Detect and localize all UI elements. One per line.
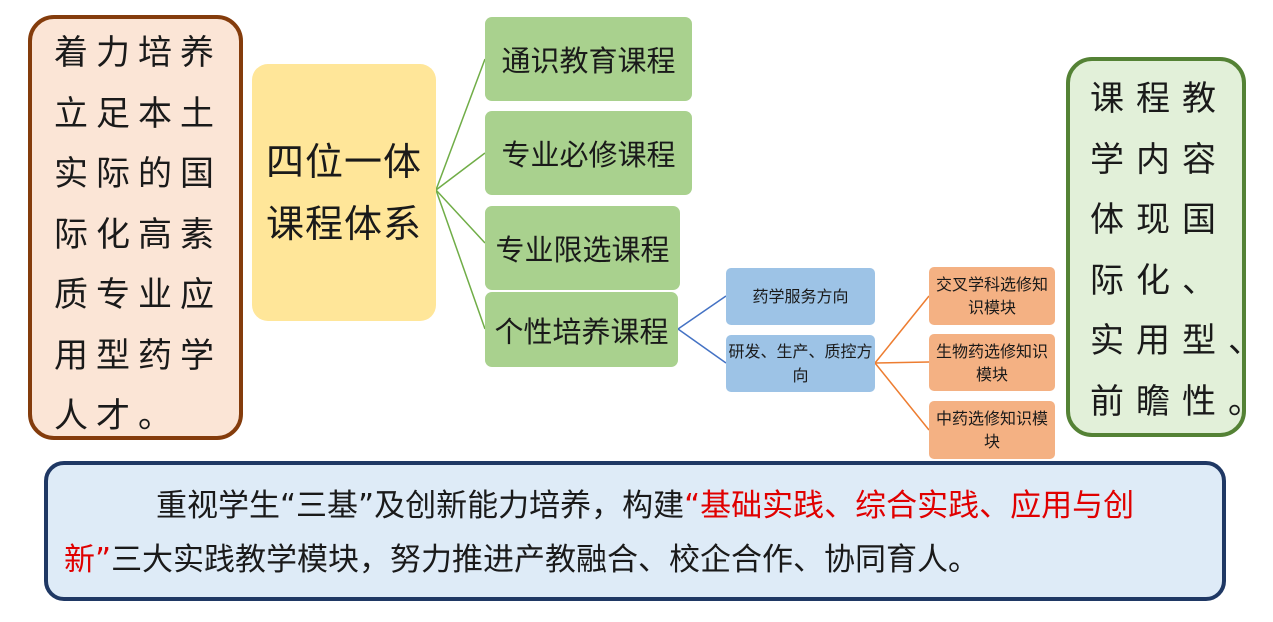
module-biopharma-elective: 生物药选修知识模块 bbox=[929, 334, 1055, 391]
goal-line: 实际的国 bbox=[54, 154, 222, 194]
module-tcm-elective: 中药选修知识模块 bbox=[929, 401, 1055, 459]
goal-text: 着力培养 立足本土 实际的国 际化高素 质专业应 用型药学 人才。 bbox=[54, 23, 225, 447]
connector-core-course-3 bbox=[435, 189, 486, 244]
feature-text: 课程教 学内容 体现国 际化、 实用型、 前瞻性。 bbox=[1090, 69, 1273, 432]
connector-course-direction-1 bbox=[677, 295, 727, 330]
connector-core-course-2 bbox=[435, 152, 486, 191]
core-title-line-2: 课程体系 bbox=[265, 201, 422, 246]
feature-line: 前瞻性。 bbox=[1090, 381, 1273, 422]
direction-pharmacy-service: 药学服务方向 bbox=[726, 268, 875, 325]
feature-box: 课程教 学内容 体现国 际化、 实用型、 前瞻性。 bbox=[1066, 57, 1273, 437]
description-highlight: “基础实践、综合实践、应用与创新” bbox=[64, 488, 1135, 578]
goal-line: 质专业应 bbox=[54, 275, 222, 315]
connector-core-course-4 bbox=[435, 189, 486, 330]
core-system-box: 四位一体 课程体系 bbox=[252, 64, 436, 321]
goal-line: 际化高素 bbox=[54, 214, 222, 255]
course-general-education: 通识教育课程 bbox=[485, 17, 692, 101]
core-title-line-1: 四位一体 bbox=[265, 139, 422, 184]
feature-line: 际化、 bbox=[1090, 260, 1228, 301]
description-text-start: 重视学生“三基”及创新能力培养，构建 bbox=[156, 488, 685, 524]
connector-core-course-1 bbox=[435, 58, 486, 191]
description-text-end: 三大实践教学模块，努力推进产教融合、校企合作、协同育人。 bbox=[111, 542, 980, 578]
goal-line: 立足本土 bbox=[54, 93, 222, 134]
practice-description-box: 重视学生“三基”及创新能力培养，构建“基础实践、综合实践、应用与创新”三大实践教… bbox=[44, 461, 1226, 601]
goal-line: 人才。 bbox=[54, 396, 180, 436]
feature-line: 学内容 bbox=[1090, 139, 1228, 180]
module-interdisciplinary-elective: 交叉学科选修知识模块 bbox=[929, 267, 1055, 325]
goal-line: 用型药学 bbox=[54, 335, 222, 376]
feature-line: 课程教 bbox=[1090, 79, 1228, 119]
connector-direction-module-3 bbox=[874, 362, 930, 431]
feature-line: 体现国 bbox=[1090, 200, 1228, 240]
connector-course-direction-2 bbox=[677, 328, 727, 364]
course-major-restricted-elective: 专业限选课程 bbox=[485, 206, 680, 290]
feature-line: 实用型、 bbox=[1090, 321, 1273, 361]
direction-rd-production-qc: 研发、生产、质控方向 bbox=[726, 335, 875, 392]
goal-box: 着力培养 立足本土 实际的国 际化高素 质专业应 用型药学 人才。 bbox=[28, 15, 243, 440]
course-major-required: 专业必修课程 bbox=[485, 111, 692, 195]
goal-line: 着力培养 bbox=[54, 33, 222, 73]
connector-direction-module-1 bbox=[874, 295, 930, 364]
connector-direction-module-2 bbox=[874, 361, 930, 364]
course-personalized-training: 个性培养课程 bbox=[485, 292, 678, 367]
